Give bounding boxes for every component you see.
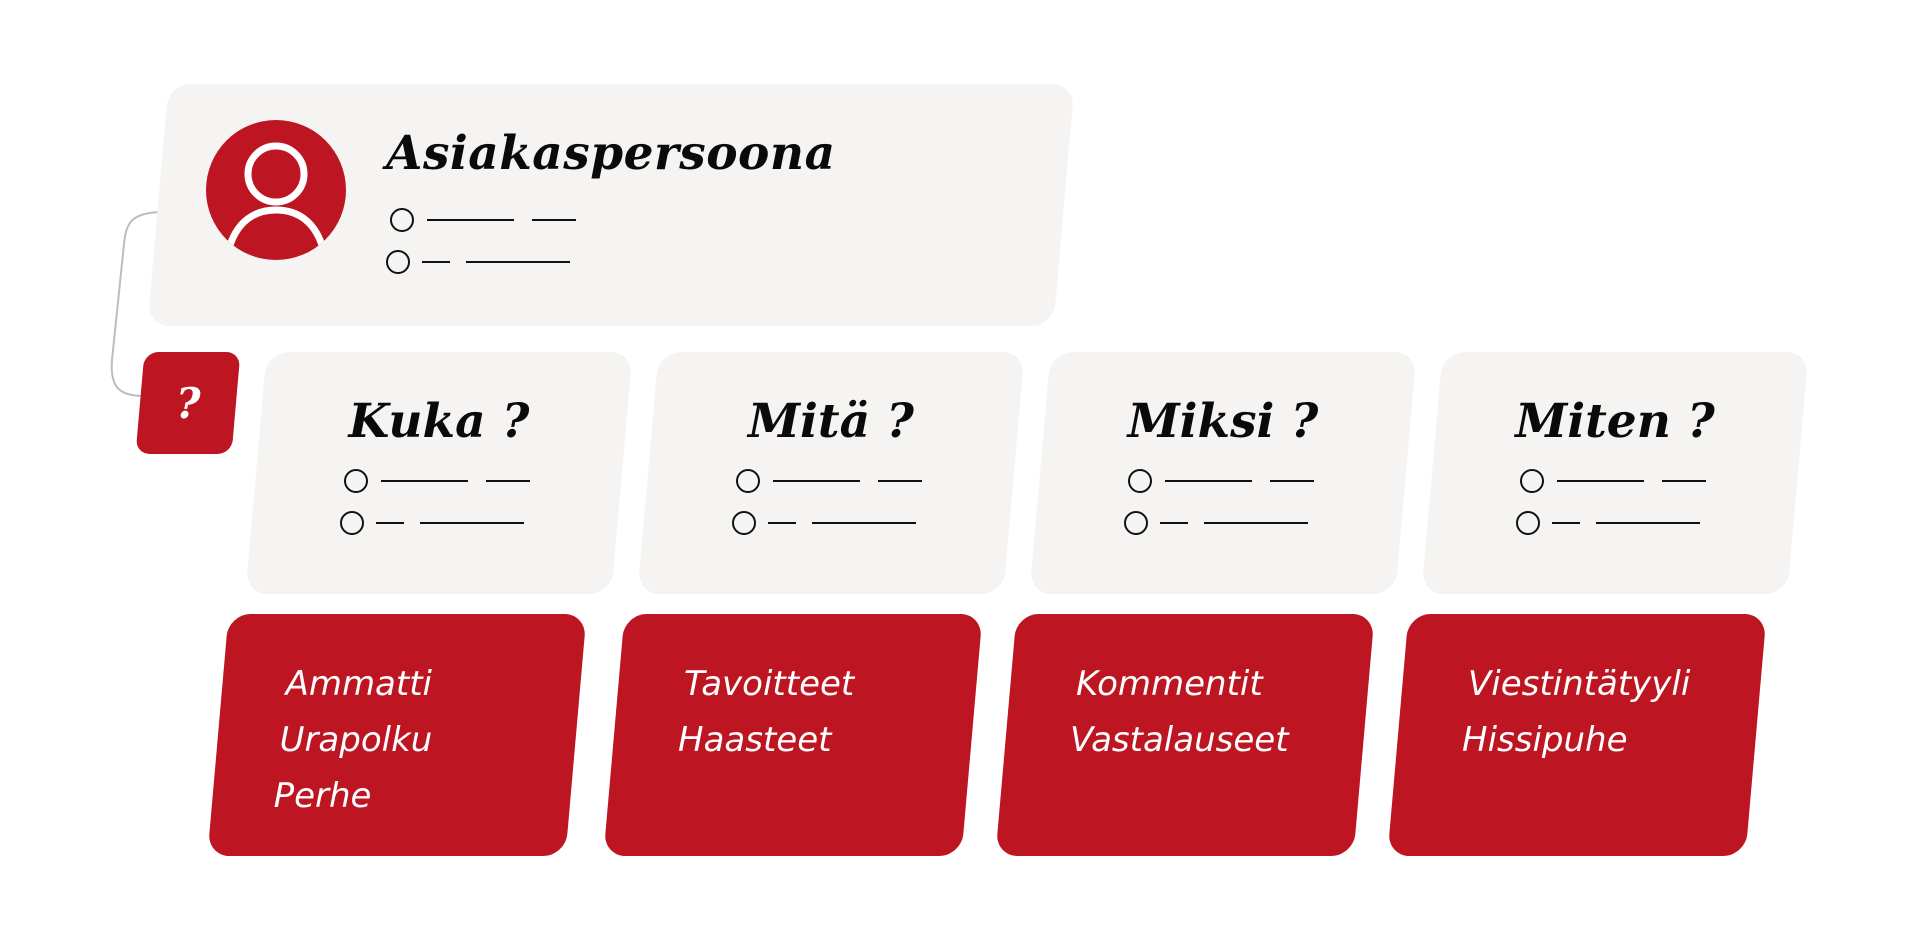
detail-list: Viestintätyyli Hissipuhe [1462,656,1691,768]
detail-card-what: Tavoitteet Haasteet [603,614,983,856]
detail-card-who: Ammatti Urapolku Perhe [207,614,587,856]
question-mark-icon: ? [175,378,201,428]
user-icon [206,120,346,260]
list-item: Viestintätyyli [1468,664,1691,704]
placeholder-lines [1122,467,1342,541]
detail-list: Ammatti Urapolku Perhe [274,656,433,824]
question-card-who: Kuka ? [245,352,633,594]
question-card-why: Miksi ? [1029,352,1417,594]
placeholder-lines [730,467,950,541]
question-title: Miksi ? [1127,394,1319,449]
list-item: Ammatti [285,664,433,704]
list-item: Vastalauseet [1070,720,1289,760]
question-title: Miten ? [1515,394,1715,449]
detail-list: Tavoitteet Haasteet [678,656,855,768]
list-item: Haasteet [678,720,832,760]
question-title: Mitä ? [748,394,914,449]
list-item: Kommentit [1076,664,1263,704]
detail-card-why: Kommentit Vastalauseet [995,614,1375,856]
placeholder-lines [338,467,558,541]
question-badge: ? [135,352,241,454]
placeholder-lines [384,206,604,276]
question-card-what: Mitä ? [637,352,1025,594]
persona-title: Asiakaspersoona [386,126,836,181]
detail-list: Kommentit Vastalauseet [1070,656,1289,768]
list-item: Urapolku [279,720,433,760]
list-item: Hissipuhe [1462,720,1628,760]
question-card-how: Miten ? [1421,352,1809,594]
list-item: Perhe [273,776,372,816]
persona-card: Asiakaspersoona [147,84,1075,326]
detail-card-how: Viestintätyyli Hissipuhe [1387,614,1767,856]
question-title: Kuka ? [348,394,530,449]
list-item: Tavoitteet [684,664,855,704]
placeholder-lines [1514,467,1734,541]
